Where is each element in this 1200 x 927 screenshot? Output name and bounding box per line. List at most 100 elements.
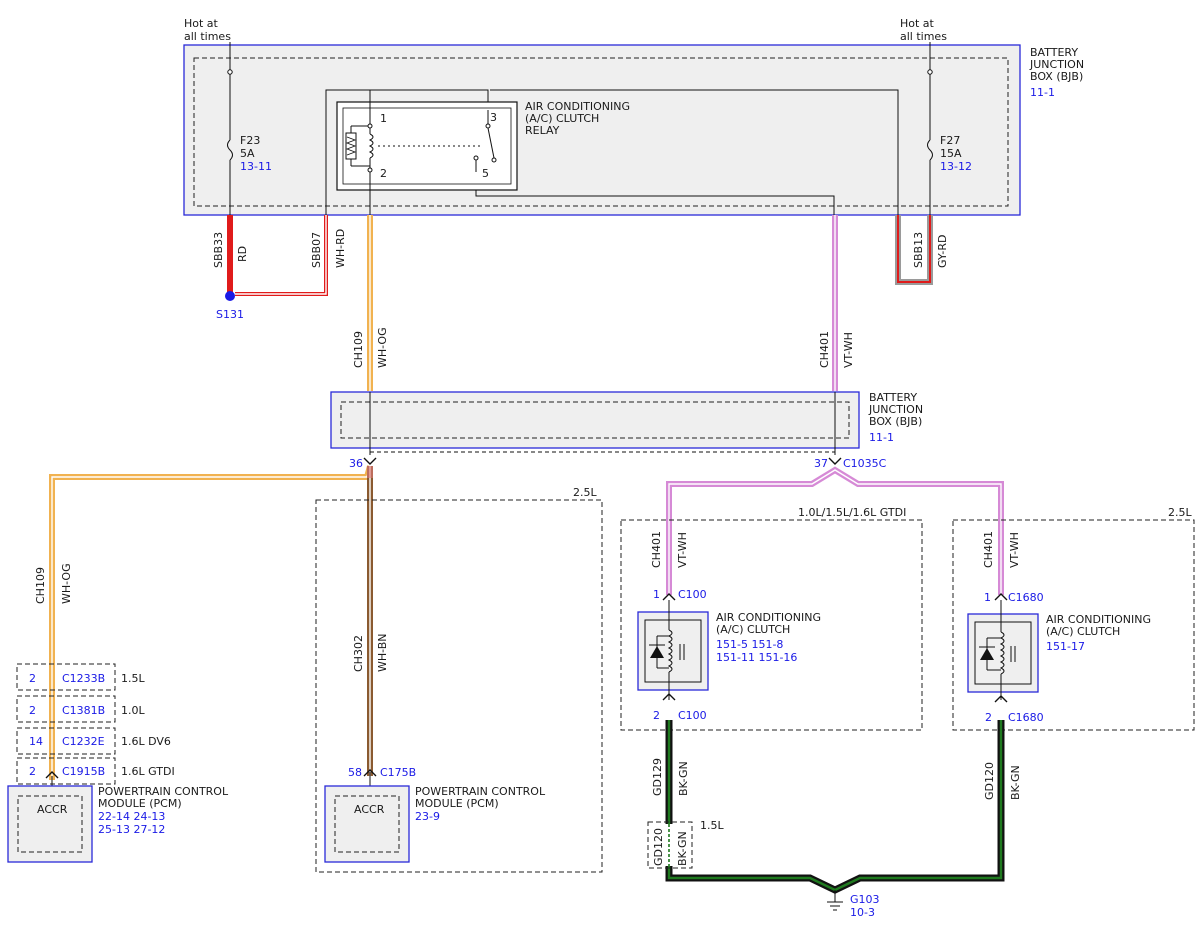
conn-row-3-id: C1232E (62, 735, 105, 748)
bjb-mid-ref: 11-1 (869, 431, 894, 444)
wire-gd120-right-id: GD120 (983, 762, 996, 800)
pin-2-c100: 2 (653, 709, 660, 722)
relay-pin-2: 2 (380, 167, 387, 180)
connector-c175b: C175B (380, 766, 416, 779)
pin-1-c100: 1 (653, 588, 660, 601)
splice-s131-label: S131 (216, 308, 244, 321)
pin-2-c1680: 2 (985, 711, 992, 724)
conn-row-1-variant: 1.5L (121, 672, 145, 685)
conn-row-1-pin: 2 (29, 672, 36, 685)
wire-sbb33-id: SBB33 (212, 232, 225, 268)
variant-25l-label-mid: 2.5L (573, 486, 597, 499)
relay-coil-icon (368, 133, 374, 159)
wire-ch401-left-id: CH401 (650, 531, 663, 568)
connector-c1035c: C1035C (843, 457, 887, 470)
conn-row-2-variant: 1.0L (121, 704, 145, 717)
clutch-left-ref-2: 151-11 151-16 (716, 651, 797, 664)
connector-c100-bottom: C100 (678, 709, 707, 722)
conn-row-2-pin: 2 (29, 704, 36, 717)
wire-ch109-left (49, 465, 373, 780)
variant-25l-label-right: 2.5L (1168, 506, 1192, 519)
fuse-f27-symbol (927, 139, 933, 161)
wire-ch109-top-id: CH109 (352, 331, 365, 368)
wire-gd129-color: BK-GN (677, 761, 690, 796)
clutch-right-box (967, 613, 1039, 693)
wire-ch401-right-color: VT-WH (1008, 532, 1021, 568)
wire-ch401-branch (666, 466, 1004, 595)
conn-row-2-id: C1381B (62, 704, 105, 717)
wire-gd120-box-id: GD120 (652, 828, 665, 866)
wire-sbb07-color: WH-RD (334, 229, 347, 268)
wire-sbb33 (227, 215, 233, 295)
connector-c1680-bottom: C1680 (1008, 711, 1044, 724)
pcm-mid-ref: 23-9 (415, 810, 440, 823)
connector-c1680-top: C1680 (1008, 591, 1044, 604)
conn-row-4-pin: 2 (29, 765, 36, 778)
connector-c100-top: C100 (678, 588, 707, 601)
wire-gd129-id: GD129 (651, 758, 664, 796)
wire-gd-ground (665, 720, 1005, 894)
pin-58: 58 (348, 766, 362, 779)
wire-ch302-color: WH-BN (376, 634, 389, 673)
conn-row-4-variant: 1.6L GTDI (121, 765, 175, 778)
clutch-right-diode (980, 648, 994, 660)
clutch-left-box (637, 611, 709, 691)
wire-sbb13-id: SBB13 (912, 232, 925, 268)
variant-25l-pcm-region (315, 499, 603, 873)
conn-row-4-id: C1915B (62, 765, 105, 778)
variant-15l-label: 1.5L (700, 819, 724, 832)
variant-gtdi-label: 1.0L/1.5L/1.6L GTDI (798, 506, 906, 519)
clutch-left-ref-1: 151-5 151-8 (716, 638, 783, 651)
bjb-mid-box (330, 391, 860, 449)
splice-s131 (225, 291, 235, 301)
clutch-right-ref: 151-17 (1046, 640, 1085, 653)
fuse-f23-ref: 13-11 (240, 160, 272, 173)
bjb-top-box (183, 44, 1021, 216)
relay-pin-3: 3 (490, 111, 497, 124)
wire-ch401-right-id: CH401 (982, 531, 995, 568)
connector-table: 2 C1233B 1.5L 2 C1381B 1.0L 14 C1232E 1.… (16, 663, 175, 785)
pcm-left-ref-2: 25-13 27-12 (98, 823, 165, 836)
wire-ch109-left-color: WH-OG (60, 563, 73, 604)
wire-sbb07-id: SBB07 (310, 232, 323, 268)
relay-pin-1: 1 (380, 112, 387, 125)
conn-row-3-pin: 14 (29, 735, 43, 748)
conn-row-3-variant: 1.6L DV6 (121, 735, 171, 748)
wire-ch109-left-id: CH109 (34, 567, 47, 604)
wire-sbb33-color: RD (236, 246, 249, 262)
wire-ch401-top-id: CH401 (818, 331, 831, 368)
pcm-left-accr: ACCR (37, 803, 68, 816)
variant-25l-right-region (952, 519, 1195, 731)
pcm-mid-box (324, 785, 410, 863)
pin-1-c1680: 1 (984, 591, 991, 604)
bjb-top-inner (193, 57, 1009, 207)
fuse-f23-symbol (227, 139, 233, 161)
variant-gtdi-region (620, 519, 923, 731)
fuse-f27-ref: 13-12 (940, 160, 972, 173)
pin-36: 36 (349, 457, 363, 470)
variant-15l-ground-box (647, 821, 693, 869)
ground-g103-ref: 10-3 (850, 906, 875, 919)
relay-switch-contact (487, 127, 495, 159)
clutch-right-label: AIR CONDITIONING(A/C) CLUTCH (1046, 613, 1151, 638)
conn-row-1-id: C1233B (62, 672, 105, 685)
wire-ch401-left-color: VT-WH (676, 532, 689, 568)
bjb-top-ref: 11-1 (1030, 86, 1055, 99)
pcm-left-ref-1: 22-14 24-13 (98, 810, 165, 823)
pin-37: 37 (814, 457, 828, 470)
wire-ch109-top-color: WH-OG (376, 327, 389, 368)
clutch-left-label: AIR CONDITIONING(A/C) CLUTCH (716, 611, 821, 636)
wire-gd120-box-color: BK-GN (676, 831, 689, 866)
relay-pin-5: 5 (482, 167, 489, 180)
relay-body (336, 101, 518, 191)
wire-ch302-id: CH302 (352, 635, 365, 672)
